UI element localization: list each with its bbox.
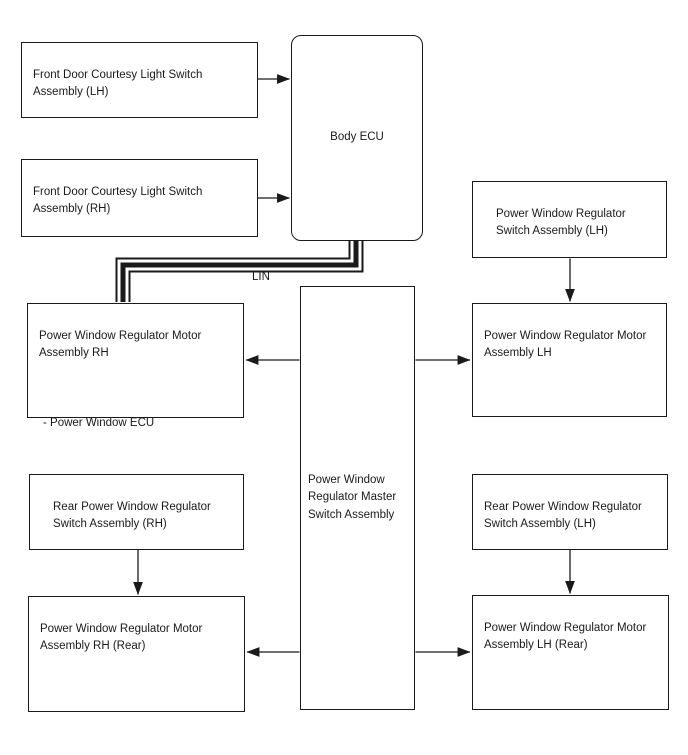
node-power-window-switch-lh: Power Window Regulator Switch Assembly (… <box>472 181 667 258</box>
node-power-window-motor-rh: Power Window Regulator Motor Assembly RH… <box>27 303 244 429</box>
node-courtesy-light-switch-rh: Front Door Courtesy Light Switch Assembl… <box>21 159 258 237</box>
node-label: Power Window Regulator Master Switch Ass… <box>308 473 397 521</box>
node-rear-switch-lh: Rear Power Window Regulator Switch Assem… <box>472 474 668 550</box>
node-label: Front Door Courtesy Light Switch Assembl… <box>33 185 203 216</box>
node-label: Power Window Regulator Motor Assembly LH… <box>484 621 647 652</box>
node-master-switch: Power Window Regulator Master Switch Ass… <box>300 286 415 710</box>
lin-bus-label: LIN <box>252 271 270 283</box>
node-rear-switch-rh: Rear Power Window Regulator Switch Assem… <box>29 474 244 550</box>
node-label: Front Door Courtesy Light Switch Assembl… <box>33 68 203 99</box>
node-label: Rear Power Window Regulator Switch Assem… <box>53 500 211 531</box>
node-label: Power Window Regulator Motor Assembly RH… <box>40 622 203 653</box>
node-label: Rear Power Window Regulator Switch Assem… <box>484 500 642 531</box>
node-label: Body ECU <box>330 131 384 144</box>
node-label: Power Window Regulator Switch Assembly (… <box>496 207 626 238</box>
node-body-ecu: Body ECU <box>291 35 423 241</box>
node-courtesy-light-switch-lh: Front Door Courtesy Light Switch Assembl… <box>21 42 258 118</box>
lin-bus <box>115 240 364 302</box>
node-power-window-motor-rh-rear: Power Window Regulator Motor Assembly RH… <box>28 596 245 712</box>
node-label: Power Window Regulator Motor Assembly RH <box>39 329 202 360</box>
node-sublabel-power-window-ecu: - Power Window ECU <box>43 417 155 429</box>
node-power-window-motor-lh-rear: Power Window Regulator Motor Assembly LH… <box>472 595 669 710</box>
node-label: Power Window Regulator Motor Assembly LH <box>484 329 647 360</box>
node-power-window-motor-lh: Power Window Regulator Motor Assembly LH <box>472 303 667 417</box>
